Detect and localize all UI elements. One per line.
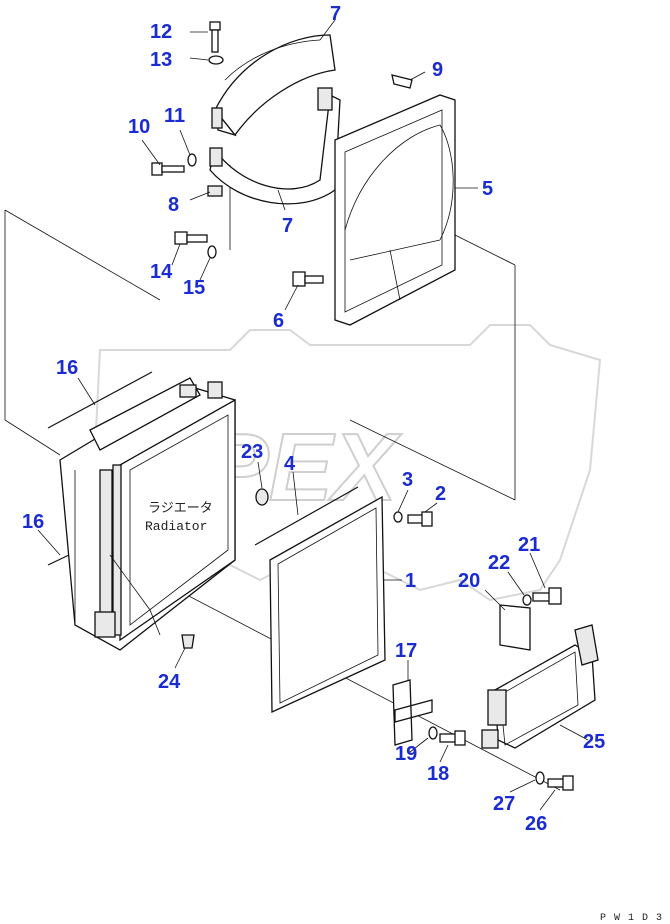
plug-24 bbox=[181, 634, 195, 649]
callout-7-lower: 7 bbox=[282, 215, 293, 237]
callout-20: 20 bbox=[458, 570, 480, 592]
callout-26: 26 bbox=[525, 813, 547, 835]
bracket-17 bbox=[392, 679, 433, 746]
callout-25: 25 bbox=[583, 731, 605, 753]
bolt-14 bbox=[174, 231, 208, 245]
callout-16-upper: 16 bbox=[56, 357, 78, 379]
washer-11 bbox=[187, 153, 197, 167]
leader-lines bbox=[37, 19, 589, 811]
callout-9: 9 bbox=[432, 59, 443, 81]
bracket-20 bbox=[499, 604, 531, 651]
bolt-21 bbox=[532, 587, 562, 605]
callout-13: 13 bbox=[150, 49, 172, 71]
callout-12: 12 bbox=[150, 21, 172, 43]
radiator-label-jp: ラジエータ bbox=[148, 501, 213, 516]
washer-3 bbox=[393, 511, 403, 523]
bolt-10 bbox=[151, 162, 185, 176]
callout-17: 17 bbox=[395, 640, 417, 662]
callout-22: 22 bbox=[488, 552, 510, 574]
callout-21: 21 bbox=[518, 534, 540, 556]
drawing-code: P W 1 D 3 0 5 bbox=[600, 913, 670, 924]
clip-9 bbox=[391, 74, 413, 89]
bolt-12 bbox=[209, 21, 221, 53]
washer-22 bbox=[522, 594, 532, 606]
seal-4 bbox=[254, 486, 359, 546]
callout-10: 10 bbox=[128, 116, 150, 138]
callouts: 12 13 7 9 10 11 8 7 5 14 15 6 16 23 4 3 … bbox=[22, 3, 605, 835]
callout-11: 11 bbox=[164, 105, 185, 127]
radiator-label-en: Radiator bbox=[145, 519, 207, 534]
fan-shroud-5 bbox=[334, 94, 456, 326]
washer-19 bbox=[428, 726, 438, 740]
callout-3: 3 bbox=[402, 469, 413, 491]
assembly-guide-lines bbox=[4, 165, 561, 791]
callout-4: 4 bbox=[284, 453, 296, 475]
callout-18: 18 bbox=[427, 763, 449, 785]
bolt-18 bbox=[439, 730, 466, 746]
callout-2: 2 bbox=[435, 483, 446, 505]
callout-6: 6 bbox=[273, 310, 284, 332]
washer-27 bbox=[535, 771, 545, 785]
bolt-6 bbox=[292, 271, 324, 287]
callout-19: 19 bbox=[395, 743, 417, 765]
washer-15 bbox=[207, 245, 217, 259]
callout-7-upper: 7 bbox=[330, 3, 341, 25]
callout-23: 23 bbox=[241, 441, 263, 463]
fan-ring-upper bbox=[211, 34, 336, 137]
callout-27: 27 bbox=[493, 793, 515, 815]
oil-cooler-25 bbox=[481, 624, 599, 749]
radiator-assembly bbox=[59, 377, 236, 651]
plug-23 bbox=[255, 488, 269, 506]
bolt-26 bbox=[547, 775, 574, 791]
callout-5: 5 bbox=[482, 178, 493, 200]
washer-13 bbox=[208, 55, 224, 65]
callout-24: 24 bbox=[158, 671, 181, 693]
callout-15: 15 bbox=[183, 277, 205, 299]
bolt-2 bbox=[407, 511, 433, 527]
callout-1: 1 bbox=[405, 570, 416, 592]
screen-1 bbox=[269, 495, 386, 714]
seal-rod-16-upper bbox=[47, 371, 153, 429]
callout-14: 14 bbox=[150, 261, 173, 283]
bracket-8 bbox=[207, 185, 223, 197]
callout-16-lower: 16 bbox=[22, 511, 44, 533]
callout-8: 8 bbox=[168, 194, 179, 216]
